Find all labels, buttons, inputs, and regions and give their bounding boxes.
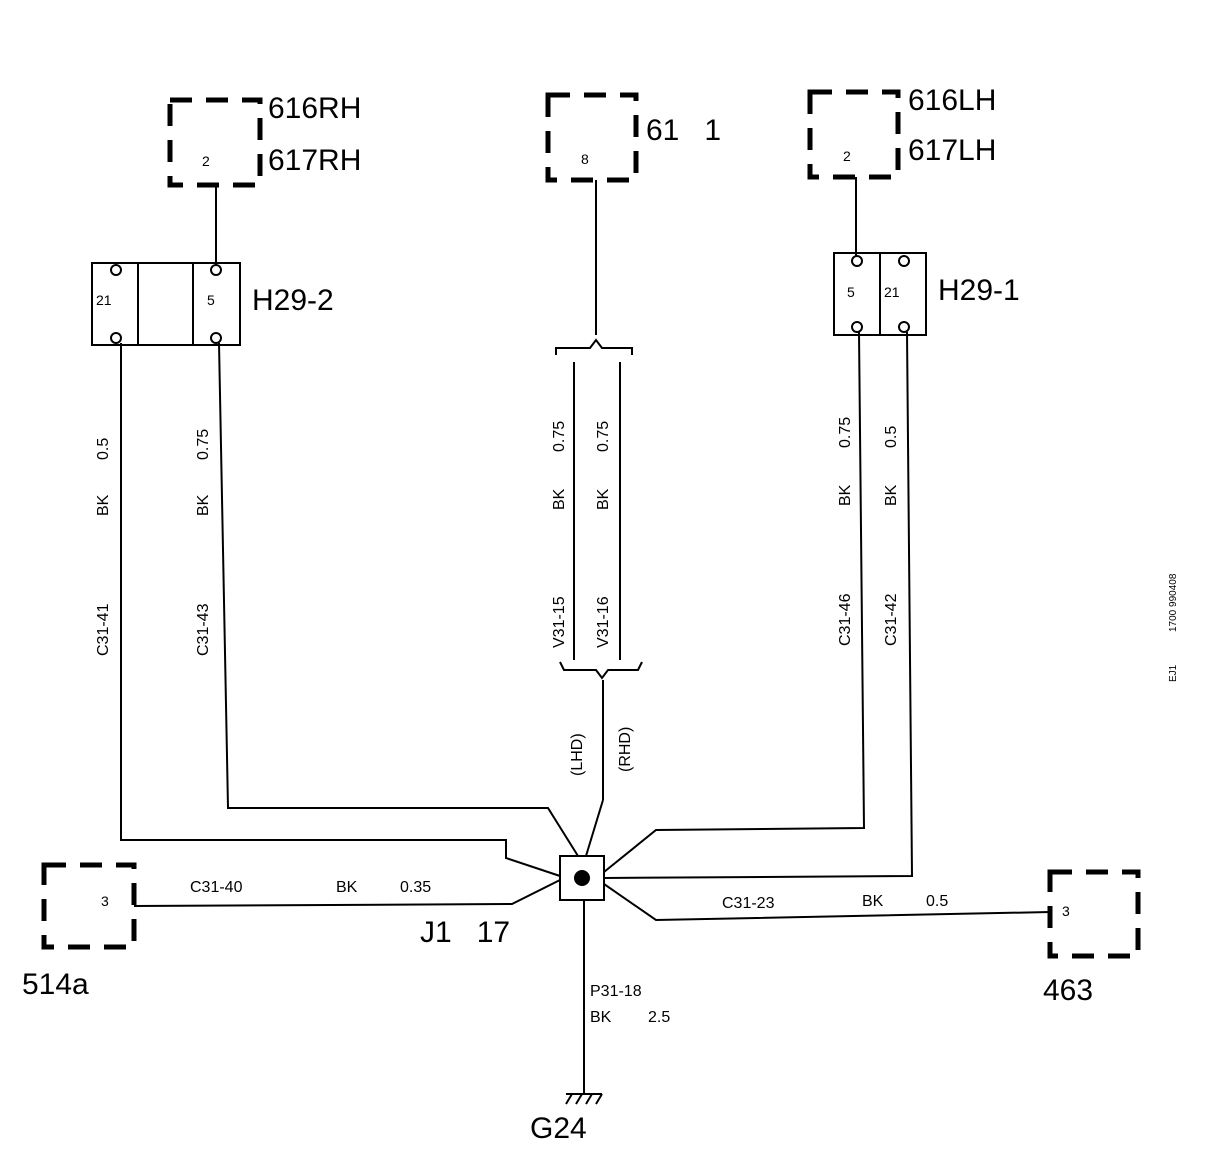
connector-616rh-label: 616RH [268, 92, 361, 125]
wire-p31-18-gauge: 2.5 [648, 1009, 670, 1026]
harness-connector-h29-2[interactable]: 21 5 H29-2 [91, 262, 334, 346]
wire-c31-42-id: C31-42 [883, 593, 900, 646]
wire-v31-16-gauge: 0.75 [595, 421, 612, 452]
h29-2-pin-right: 5 [207, 292, 215, 308]
wire-c31-23-color: BK [862, 893, 884, 910]
connector-463-label: 463 [1043, 974, 1093, 1007]
wire-v31-16-id: V31-16 [595, 596, 612, 648]
wire-c31-46-color: BK [837, 484, 854, 506]
wire-c31-41-id: C31-41 [95, 603, 112, 656]
connector-616lh-label: 616LH [908, 84, 996, 117]
connector-611[interactable]: 8 61 1 [545, 92, 721, 183]
h29-1-pin-right: 21 [884, 284, 900, 300]
wire-c31-46-gauge: 0.75 [837, 417, 854, 448]
wire-c31-23[interactable] [603, 883, 1051, 922]
wire-c31-43[interactable] [218, 342, 579, 857]
sidebar-code-1: EJ1 [1168, 664, 1179, 682]
wire-c31-46[interactable] [603, 331, 866, 873]
connector-616lh-pin: 2 [843, 148, 851, 164]
h29-2-label: H29-2 [252, 284, 334, 317]
splice-dot [574, 870, 590, 886]
harness-connector-h29-1[interactable]: 5 21 H29-1 [833, 252, 1020, 336]
connector-463[interactable]: 3 463 [1043, 869, 1141, 1007]
wire-v31-15-color: BK [551, 488, 568, 510]
wire-c31-40-gauge: 0.35 [400, 879, 431, 896]
h29-2-pin-left: 21 [96, 292, 112, 308]
connector-616rh[interactable]: 2 616RH 617RH [167, 92, 361, 188]
wire-c31-42-color: BK [883, 484, 900, 506]
wire-c31-40-id: C31-40 [190, 879, 243, 896]
wire-c31-43-gauge: 0.75 [195, 429, 212, 460]
wire-c31-23-id: C31-23 [722, 895, 775, 912]
ground-g24[interactable]: G24 [530, 1093, 603, 1145]
connector-617rh-label: 617RH [268, 144, 361, 177]
connector-617lh-label: 617LH [908, 134, 996, 167]
connector-616rh-pin: 2 [202, 153, 210, 169]
lhd-label: (LHD) [569, 733, 586, 776]
wire-c31-46-id: C31-46 [837, 593, 854, 646]
splice-label: J1 17 [420, 916, 510, 949]
connector-514a-pin: 3 [101, 893, 109, 909]
wire-c31-42-gauge: 0.5 [883, 426, 900, 448]
wire-c31-43-color: BK [195, 494, 212, 516]
wire-p31-18-id: P31-18 [590, 983, 642, 1000]
wire-c31-40[interactable] [133, 879, 561, 907]
wire-p31-18-color: BK [590, 1009, 612, 1026]
wire-c31-42[interactable] [603, 331, 914, 879]
wire-c31-41-gauge: 0.5 [95, 438, 112, 460]
h29-1-pin-left: 5 [847, 284, 855, 300]
connector-616lh[interactable]: 2 616LH 617LH [807, 84, 996, 180]
wire-c31-41[interactable] [120, 343, 561, 877]
connector-514a-label: 514a [22, 968, 89, 1001]
wire-c31-43-id: C31-43 [195, 603, 212, 656]
wire-v31-15-id: V31-15 [551, 596, 568, 648]
connector-611-pin: 8 [581, 151, 589, 167]
rhd-label: (RHD) [617, 727, 634, 772]
wire-c31-23-gauge: 0.5 [926, 893, 948, 910]
wire-c31-41-color: BK [95, 494, 112, 516]
h29-1-label: H29-1 [938, 274, 1020, 307]
ground-label: G24 [530, 1112, 587, 1145]
sidebar-code-2: 1700 990408 [1168, 573, 1179, 632]
splice-j117[interactable]: J1 17 [420, 855, 605, 949]
wire-branch-to-splice [585, 799, 604, 857]
connector-463-pin: 3 [1062, 903, 1070, 919]
connector-611-label: 61 1 [646, 114, 721, 147]
wire-c31-40-color: BK [336, 879, 358, 896]
wire-v31-15-gauge: 0.75 [551, 421, 568, 452]
branch-brace-top [555, 338, 633, 355]
wire-v31-16-color: BK [595, 488, 612, 510]
connector-514a[interactable]: 3 514a [22, 862, 137, 1001]
branch-brace-bottom [559, 661, 643, 680]
